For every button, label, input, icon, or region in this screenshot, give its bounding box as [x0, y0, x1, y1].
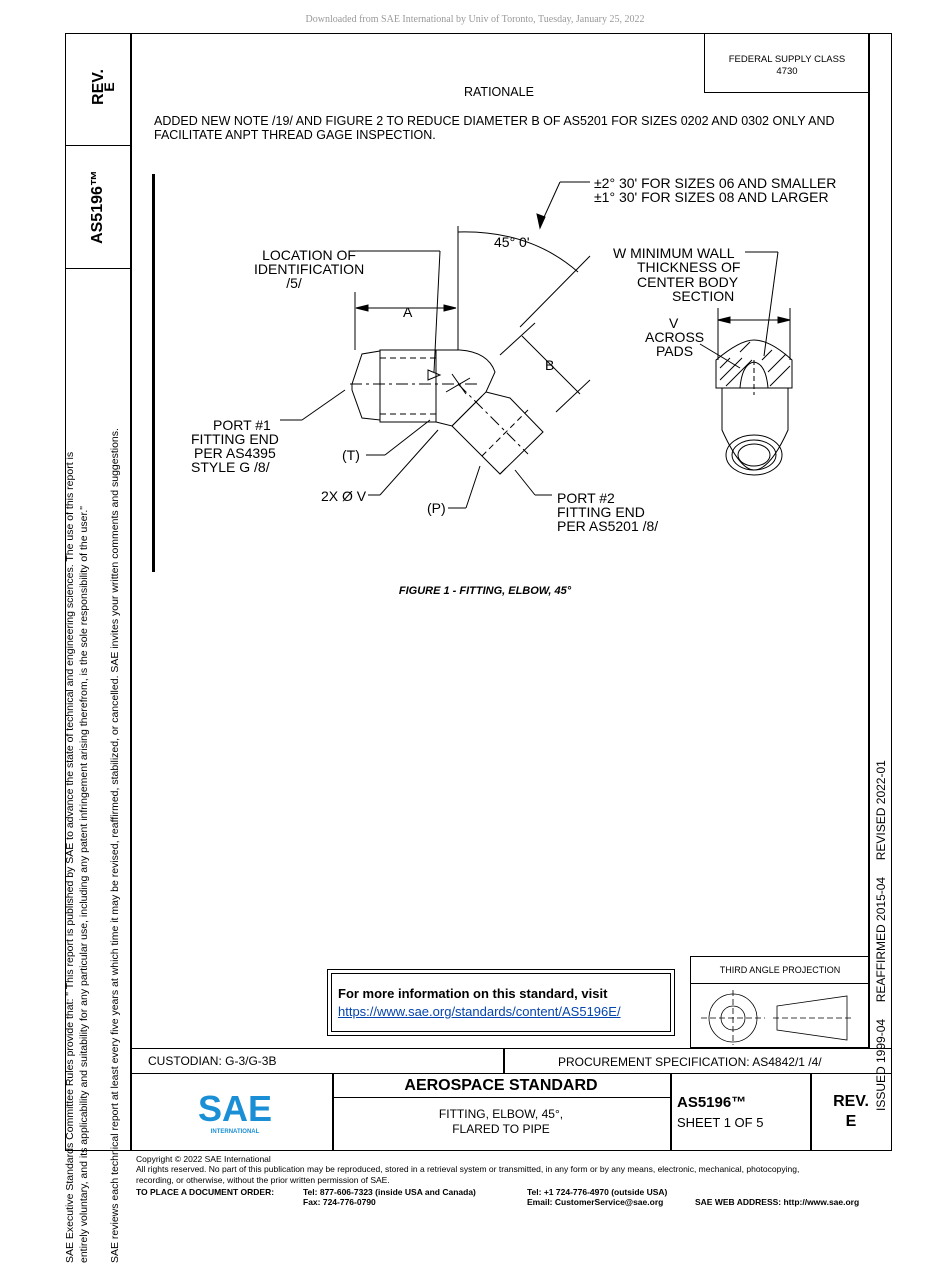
port2-body	[451, 391, 544, 475]
wall-line4: SECTION	[672, 288, 735, 304]
footer-web[interactable]: SAE WEB ADDRESS: http://www.sae.org	[695, 1197, 860, 1207]
tolerance-line2: ±1° 30' FOR SIZES 08 AND LARGER	[594, 189, 829, 205]
sae-logo-text: SAE	[198, 1088, 272, 1129]
title-rev-value: E	[845, 1113, 857, 1130]
footer-copyright: Copyright © 2022 SAE International	[136, 1154, 271, 1164]
v-line3: PADS	[656, 343, 694, 359]
location-line2: IDENTIFICATION	[254, 261, 365, 277]
sae-logo-sub: INTERNATIONAL	[211, 1129, 260, 1135]
rationale-line2: FACILITATE ANPT THREAD GAGE INSPECTION.	[154, 128, 436, 142]
arrowhead	[536, 213, 546, 230]
title-doc-id: AS5196™	[677, 1094, 747, 1111]
sae-logo: SAE INTERNATIONAL	[198, 1088, 272, 1135]
title-block-div2	[670, 1074, 672, 1151]
projection-divider	[690, 983, 870, 984]
port1-line1: PORT #1	[213, 417, 271, 433]
port1-flare	[351, 350, 381, 421]
info-heading: For more information on this standard, v…	[338, 986, 608, 1001]
port2-line3: PER AS5201 /8/	[557, 518, 659, 534]
section-body	[715, 339, 793, 389]
projection-symbol	[701, 990, 853, 1045]
change-bar	[152, 174, 155, 572]
port2-line1: PORT #2	[557, 490, 615, 506]
federal-supply-label: FEDERAL SUPPLY CLASS	[728, 54, 846, 65]
info-box-inner	[331, 973, 671, 1032]
footer-tel-intl: Tel: +1 724-776-4970 (outside USA)	[527, 1187, 668, 1197]
info-box	[327, 969, 675, 1036]
wall-line2: THICKNESS OF	[637, 259, 741, 275]
footer-tel-us: Tel: 877-606-7323 (inside USA and Canada…	[303, 1187, 476, 1197]
custodian-divider	[503, 1048, 505, 1074]
identification-triangle	[427, 369, 442, 381]
federal-supply-value: 4730	[776, 66, 798, 77]
page-frame	[65, 33, 892, 1151]
v-line2: ACROSS	[645, 329, 705, 345]
title-block-div1	[332, 1074, 334, 1151]
left-column-divider	[130, 33, 132, 1151]
footer-rights1: All rights reserved. No part of this pub…	[136, 1164, 800, 1174]
title-line2: FLARED TO PIPE	[452, 1122, 550, 1136]
extension-line	[519, 255, 591, 328]
location-line3: /5/	[286, 275, 302, 291]
location-line1: LOCATION OF	[262, 247, 356, 263]
custodian: CUSTODIAN: G-3/G-3B	[148, 1054, 277, 1068]
title-sheet: SHEET 1 OF 5	[677, 1115, 764, 1130]
footer-order-label: TO PLACE A DOCUMENT ORDER:	[136, 1187, 275, 1197]
dim-a-label: A	[403, 304, 413, 320]
wall-line3: CENTER BODY	[637, 274, 739, 290]
figure-caption: FIGURE 1 - FITTING, ELBOW, 45°	[398, 585, 572, 597]
angle-arc	[457, 231, 579, 273]
right-column-divider	[868, 33, 870, 1048]
dim-b-label: B	[545, 357, 555, 373]
federal-supply-box	[704, 33, 870, 93]
title-rev-label: REV.	[833, 1093, 869, 1110]
download-banner: Downloaded from SAE International by Uni…	[305, 14, 645, 25]
rationale-line1: ADDED NEW NOTE /19/ AND FIGURE 2 TO REDU…	[154, 114, 835, 128]
projection-box	[690, 956, 870, 1048]
procurement: PROCUREMENT SPECIFICATION: AS4842/1 /4/	[558, 1055, 822, 1069]
title-block-div3	[810, 1074, 812, 1151]
port1-line2: FITTING END	[191, 431, 279, 447]
title-category-underline	[332, 1097, 670, 1098]
footer-rights2: recording, or otherwise, without the pri…	[136, 1175, 390, 1185]
wall-line1: W MINIMUM WALL	[613, 245, 735, 261]
custodian-row	[130, 1048, 892, 1074]
footer-email[interactable]: Email: CustomerService@sae.org	[527, 1197, 664, 1207]
standard-link[interactable]: https://www.sae.org/standards/content/AS…	[338, 1004, 621, 1019]
center-body	[435, 349, 496, 427]
p-label: (P)	[427, 500, 446, 516]
port1-hex	[379, 349, 437, 423]
diameter-label: 2X Ø V	[321, 488, 367, 504]
tolerance-line1: ±2° 30' FOR SIZES 06 AND SMALLER	[594, 175, 837, 191]
title-category: AEROSPACE STANDARD	[404, 1077, 598, 1094]
projection-label: THIRD ANGLE PROJECTION	[719, 965, 841, 975]
port2-line2: FITTING END	[557, 504, 645, 520]
port1-line3: PER AS4395	[194, 445, 276, 461]
footer-fax: Fax: 724-776-0790	[303, 1197, 376, 1207]
port1-line4: STYLE G /8/	[191, 459, 270, 475]
v-line1: V	[669, 315, 679, 331]
angle-label: 45° 0'	[494, 234, 530, 250]
title-line1: FITTING, ELBOW, 45°,	[438, 1107, 564, 1121]
figure-drawing	[280, 181, 793, 509]
rationale-heading: RATIONALE	[464, 85, 534, 99]
t-label: (T)	[342, 447, 360, 463]
